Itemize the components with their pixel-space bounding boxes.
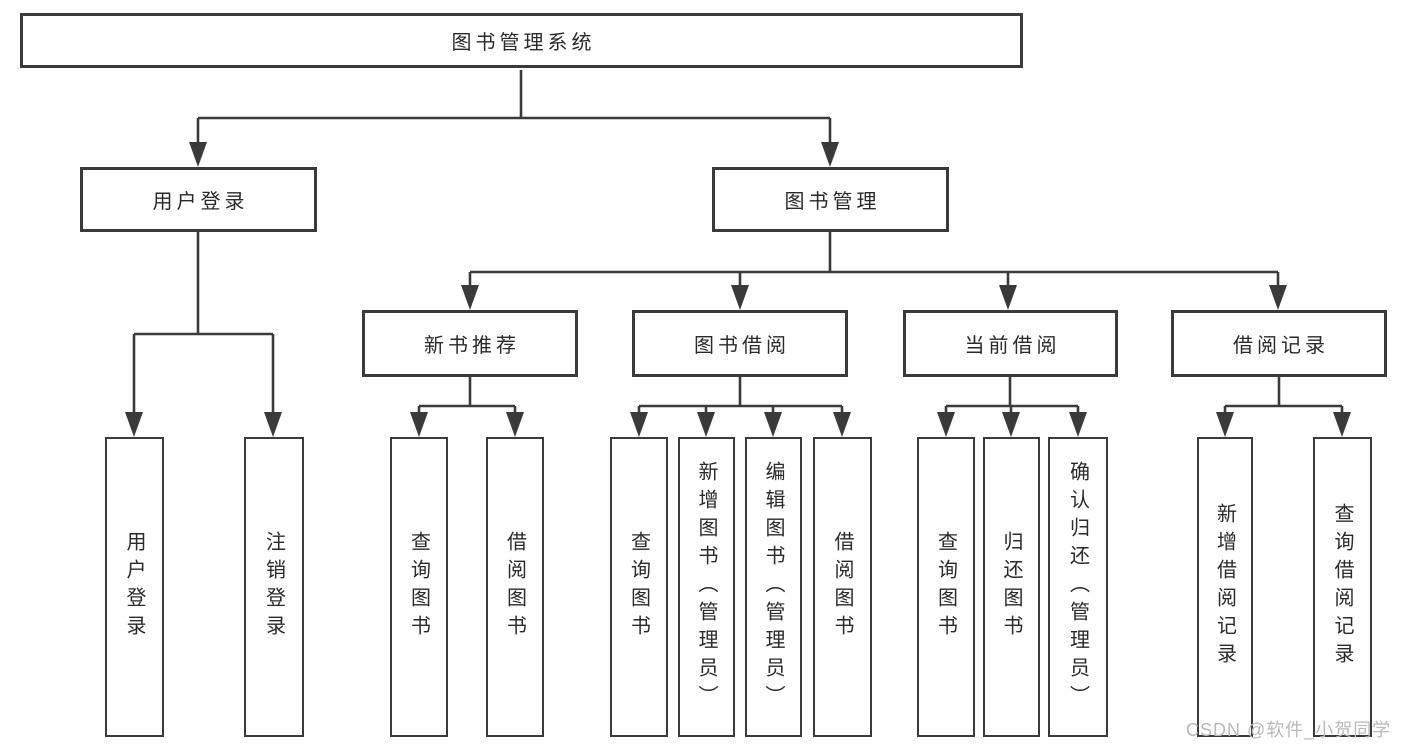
node-borrow-records-label: 借阅记录 [1233, 335, 1329, 357]
leaf-query-borrow-record-label: 查询借阅记录 [1331, 503, 1353, 671]
leaf-add-borrow-record: 新增借阅记录 [1197, 437, 1253, 737]
leaf-confirm-return-admin: 确认归还（管理员） [1048, 437, 1108, 737]
node-book-borrow: 图书借阅 [632, 310, 848, 377]
leaf-add-book-admin: 新增图书（管理员） [678, 437, 735, 737]
leaf-edit-book-admin-label: 编辑图书（管理员） [762, 461, 784, 713]
leaf-borrow-books-label: 借阅图书 [831, 531, 853, 643]
leaf-user-login-label: 用户登录 [123, 531, 145, 643]
leaf-logout: 注销登录 [244, 437, 304, 737]
leaf-borrow-books-recommend: 借阅图书 [486, 437, 544, 737]
leaf-borrow-books-recommend-label: 借阅图书 [503, 531, 526, 643]
node-current-borrow: 当前借阅 [903, 310, 1118, 377]
leaf-logout-label: 注销登录 [262, 531, 285, 643]
leaf-return-book-label: 归还图书 [1000, 531, 1022, 643]
arrow-heads [125, 142, 1351, 437]
leaf-query-books-borrow-label: 查询图书 [627, 531, 650, 643]
leaf-query-books-borrow: 查询图书 [610, 437, 668, 737]
csdn-watermark: CSDN @软件_小贺同学 [1186, 720, 1392, 740]
node-book-borrow-label: 图书借阅 [694, 335, 790, 357]
node-user-login-label: 用户登录 [152, 191, 249, 213]
leaf-borrow-books: 借阅图书 [813, 437, 872, 737]
node-borrow-records: 借阅记录 [1171, 310, 1387, 377]
node-user-login: 用户登录 [80, 167, 317, 232]
leaf-add-borrow-record-label: 新增借阅记录 [1213, 503, 1236, 671]
node-root-label: 图书管理系统 [451, 32, 596, 54]
leaf-query-books-recommend-label: 查询图书 [407, 531, 430, 643]
node-new-book-recommend-label: 新书推荐 [424, 335, 520, 357]
node-new-book-recommend: 新书推荐 [362, 310, 578, 377]
leaf-user-login: 用户登录 [105, 437, 164, 737]
leaf-return-book: 归还图书 [983, 437, 1040, 737]
node-root: 图书管理系统 [20, 13, 1023, 68]
node-book-management-label: 图书管理 [784, 191, 881, 213]
leaf-query-borrow-record: 查询借阅记录 [1313, 437, 1372, 737]
node-current-borrow-label: 当前借阅 [964, 335, 1061, 357]
leaf-query-books-current-label: 查询图书 [934, 531, 957, 643]
leaf-edit-book-admin: 编辑图书（管理员） [745, 437, 802, 737]
leaf-confirm-return-admin-label: 确认归还（管理员） [1066, 461, 1089, 713]
leaf-add-book-admin-label: 新增图书（管理员） [695, 461, 717, 713]
leaf-query-books-current: 查询图书 [917, 437, 975, 737]
leaf-query-books-recommend: 查询图书 [390, 437, 448, 737]
node-book-management: 图书管理 [712, 167, 949, 232]
